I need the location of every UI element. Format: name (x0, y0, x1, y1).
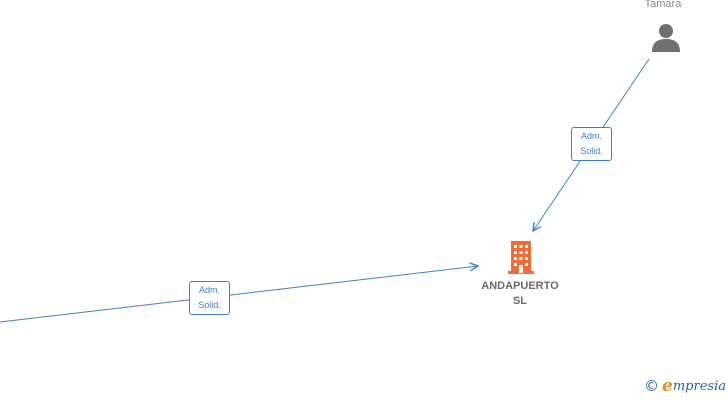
copyright-icon: © (644, 377, 660, 395)
edge-label-offscreen: Adm. Solid. (189, 281, 230, 315)
company-name-line2: SL (512, 295, 528, 307)
brand-logo-mark: e (662, 376, 673, 396)
edge-line-offscreen-to-company (0, 266, 478, 323)
brand-name: mpresia (672, 378, 726, 394)
person-name-tamara[interactable]: Tamara (644, 0, 682, 10)
person-icon[interactable] (651, 22, 681, 52)
edge-label-line2: Solid. (580, 146, 603, 156)
edge-label-line2: Solid. (198, 300, 221, 310)
edge-label-tamara: Adm. Solid. (571, 127, 612, 161)
edge-label-line1: Adm. (580, 131, 602, 141)
company-building-icon[interactable] (505, 239, 537, 275)
edge-label-line1: Adm. (198, 285, 220, 295)
company-name[interactable]: ANDAPUERTO SL (460, 279, 580, 309)
company-name-line1: ANDAPUERTO (481, 280, 559, 292)
brand-watermark: © e mpresia (644, 376, 726, 396)
